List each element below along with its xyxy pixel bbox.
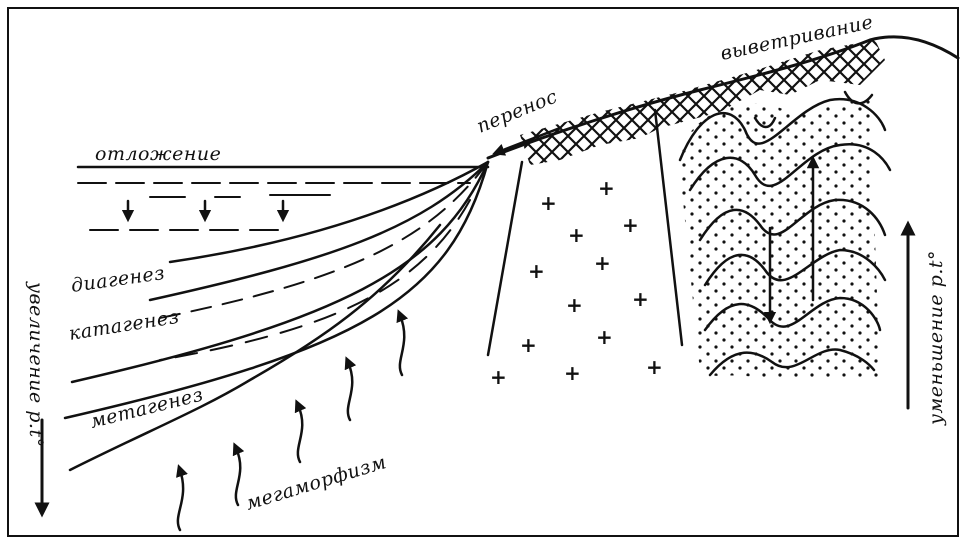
ground-surface-line [486, 35, 960, 160]
label-deposition: отложение [95, 143, 221, 165]
label-diagenesis: диагенез [70, 262, 167, 297]
water-dash-line-2 [149, 194, 331, 198]
plus-sign-icon: + + + + + + + + + + + + + [490, 176, 663, 389]
svg-text:+: + [594, 251, 611, 275]
label-metagenesis: метагенез [88, 383, 206, 432]
svg-text:+: + [528, 259, 545, 283]
label-increase-pt: увеличение р.t° [25, 281, 47, 448]
fanning-strata [63, 160, 490, 472]
wavy-up-arrow-icon [294, 399, 307, 464]
svg-text:+: + [564, 361, 581, 385]
intrusion-left-edge [486, 160, 524, 357]
fold-cap-1 [753, 116, 777, 129]
fold-cap-2 [843, 90, 874, 105]
svg-text:+: + [632, 287, 649, 311]
folded-strata [678, 90, 892, 377]
label-metamorphism: мегаморфизм [243, 451, 389, 515]
wavy-up-arrow-icon [396, 309, 409, 377]
transport-arrow [492, 126, 562, 156]
weathering-crust-fill [520, 40, 885, 165]
fold-line-6 [708, 348, 876, 377]
svg-text:+: + [568, 223, 585, 247]
intrusion-right-edge [653, 108, 684, 347]
fold-line-5 [703, 296, 882, 332]
svg-text:+: + [540, 191, 557, 215]
wavy-up-arrow-icon [232, 442, 245, 507]
svg-text:+: + [598, 176, 615, 200]
svg-text:+: + [566, 293, 583, 317]
catagenesis-dash [149, 161, 489, 321]
svg-text:+: + [490, 365, 507, 389]
diagenesis-boundary [168, 160, 490, 264]
metamorphism-boundary [63, 160, 490, 420]
label-catagenesis: катагенез [67, 306, 181, 345]
fold-line-4 [703, 248, 887, 287]
svg-text:+: + [520, 333, 537, 357]
intrusion-block: + + + + + + + + + + + + + [486, 108, 684, 389]
dotted-strata-fill [678, 95, 880, 380]
metagenesis-boundary [70, 160, 490, 384]
catagenesis-boundary [148, 160, 490, 302]
svg-text:+: + [646, 355, 663, 379]
settling-arrows [121, 199, 290, 223]
wavy-up-arrow-icon [344, 356, 357, 422]
label-decrease-pt: уменьшение р.t° [925, 250, 947, 426]
fold-line-2 [688, 142, 892, 192]
metamorphism-zone-line [68, 223, 442, 472]
svg-text:+: + [596, 325, 613, 349]
frame-border [7, 7, 959, 537]
svg-text:+: + [622, 213, 639, 237]
fold-line-3 [698, 198, 887, 242]
metamorphism-arrows [176, 309, 409, 532]
metagenesis-dash [159, 199, 471, 361]
wavy-up-arrow-icon [176, 464, 188, 532]
